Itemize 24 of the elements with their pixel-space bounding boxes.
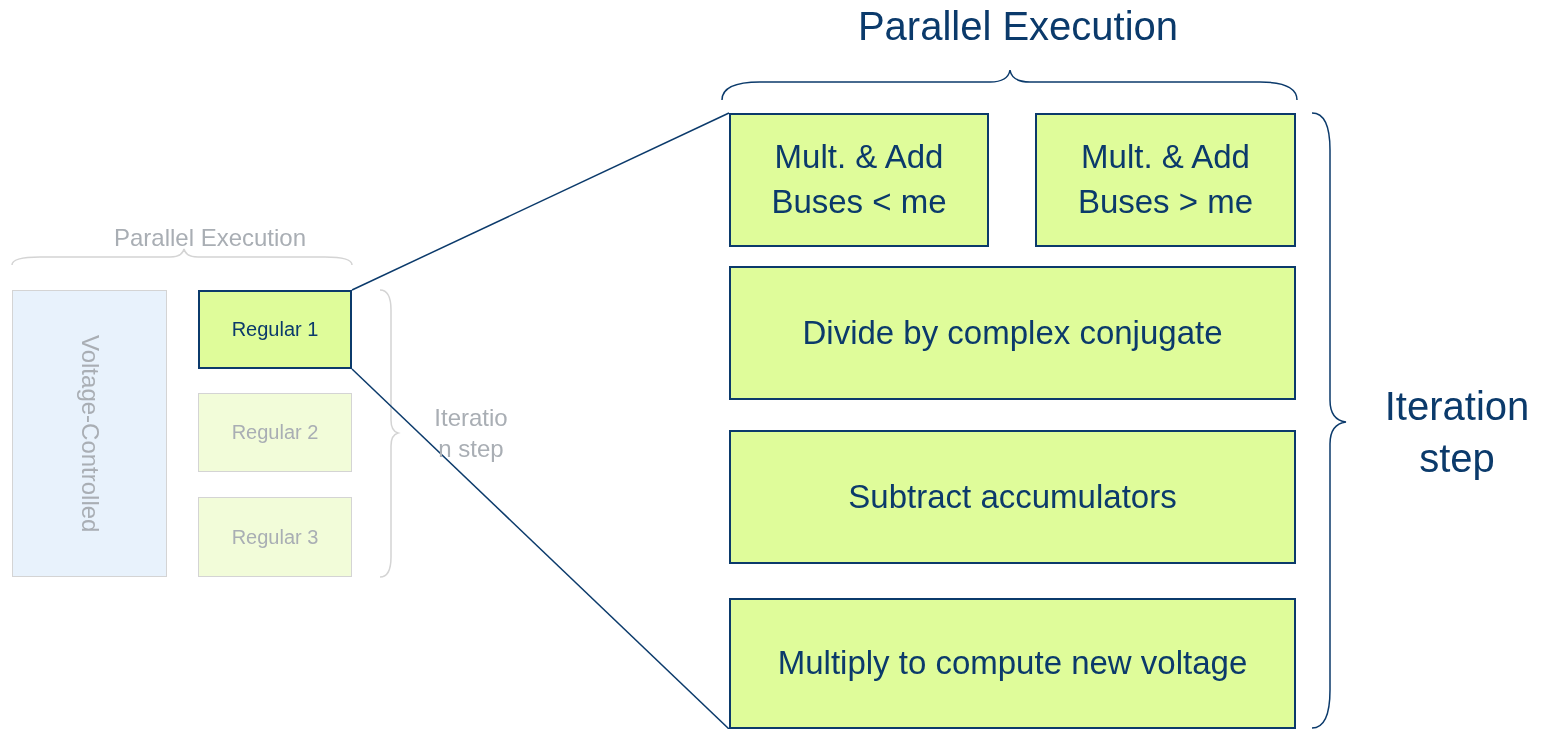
process-box bbox=[729, 113, 989, 247]
box-label: Multiply to compute new voltage bbox=[776, 643, 1249, 684]
group-heading: Parallel Execution bbox=[856, 3, 1180, 50]
process-box bbox=[729, 266, 1296, 400]
box-label: Mult. & Add Buses > me bbox=[1076, 137, 1255, 222]
connector-line bbox=[351, 368, 730, 729]
box-label: Regular 1 bbox=[230, 317, 320, 342]
box-label: Divide by complex conjugate bbox=[801, 312, 1224, 353]
process-box bbox=[198, 393, 352, 472]
process-box bbox=[198, 290, 352, 369]
process-box bbox=[729, 430, 1296, 564]
process-box bbox=[1035, 113, 1296, 247]
process-box bbox=[12, 290, 167, 577]
box-label: Mult. & Add Buses < me bbox=[770, 137, 948, 222]
box-label: Regular 3 bbox=[230, 524, 320, 550]
connector-line bbox=[351, 112, 730, 291]
brace-label: Iteration step bbox=[433, 403, 509, 465]
process-box bbox=[729, 598, 1296, 729]
box-label: Voltage-Controlled bbox=[75, 334, 105, 533]
brace-label: Iteration step bbox=[1383, 383, 1531, 482]
process-box bbox=[198, 497, 352, 577]
group-heading: Parallel Execution bbox=[112, 223, 308, 253]
box-label: Subtract accumulators bbox=[847, 476, 1178, 517]
box-label: Regular 2 bbox=[230, 420, 320, 445]
